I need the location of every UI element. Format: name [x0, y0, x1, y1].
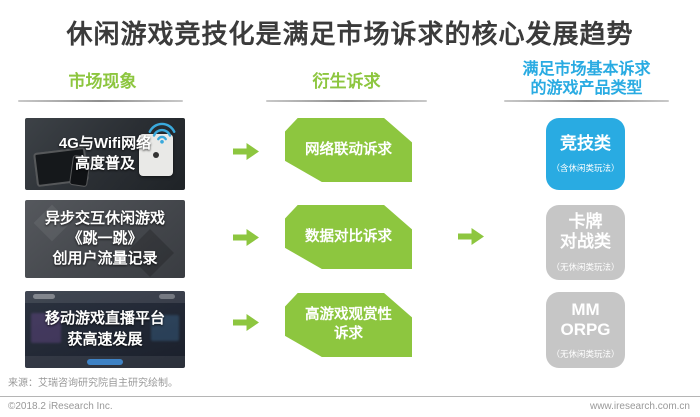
phenomenon-photo-live-streaming: 移动游戏直播平台 获高速发展 — [25, 291, 185, 368]
right-arrow-icon — [458, 228, 484, 245]
demand-banner-network: 网络联动诉求 — [285, 118, 412, 182]
column-header-product-types: 满足市场基本诉求 的游戏产品类型 — [500, 60, 673, 98]
demand-label: 数据对比诉求 — [305, 228, 392, 245]
source-note: 来源：艾瑞咨询研究院自主研究绘制。 — [8, 378, 178, 389]
product-name: 竞技类 — [560, 134, 611, 154]
column-header-product-types-line2: 的游戏产品类型 — [530, 80, 643, 98]
header-underline-col2 — [266, 100, 427, 102]
phenomenon-photo-jump-game: 异步交互休闲游戏 《跳一跳》 创用户流量记录 — [25, 200, 185, 278]
phenomenon-line: 获高速发展 — [67, 330, 143, 348]
phenomenon-caption: 4G与Wifi网络 高度普及 — [59, 134, 151, 175]
phenomenon-line: 高度普及 — [74, 155, 135, 172]
website-url: www.iresearch.com.cn — [589, 401, 690, 412]
demand-banner-data-compare: 数据对比诉求 — [285, 205, 412, 269]
product-name-line: 卡牌 — [568, 212, 603, 232]
column-header-product-types-line1: 满足市场基本诉求 — [522, 61, 651, 78]
column-header-derived-demands: 衍生诉求 — [312, 72, 381, 91]
copyright-text: ©2018.2 iResearch Inc. — [8, 401, 113, 412]
product-box-card-battle: 卡牌 对战类 （无休闲类玩法） — [546, 205, 625, 280]
stream-ui-pill-decoration — [33, 294, 55, 299]
phenomenon-caption: 移动游戏直播平台 获高速发展 — [45, 309, 165, 350]
stream-thumbnail-decoration — [31, 313, 61, 343]
product-note: （无休闲类玩法） — [551, 261, 620, 272]
phenomenon-line: 创用户流量记录 — [52, 250, 158, 268]
demand-label: 高游戏观赏性 — [305, 307, 392, 324]
wifi-icon — [147, 122, 177, 150]
phenomenon-caption: 异步交互休闲游戏 《跳一跳》 创用户流量记录 — [45, 209, 165, 270]
socket-dot-decoration — [153, 152, 159, 158]
stream-thumbnail-decoration — [151, 315, 179, 341]
column-header-market-phenomena: 市场现象 — [68, 72, 137, 91]
product-name-line: ORPG — [560, 319, 611, 339]
product-name-line: 竞技类 — [560, 133, 611, 153]
demand-label: 网络联动诉求 — [305, 141, 392, 158]
right-arrow-icon — [233, 229, 259, 246]
header-underline-col1 — [18, 100, 183, 102]
demand-label: 诉求 — [334, 326, 363, 342]
phenomenon-photo-4g-wifi: 4G与Wifi网络 高度普及 — [25, 118, 185, 190]
demand-banner-spectating: 高游戏观赏性 诉求 — [285, 293, 412, 357]
right-arrow-icon — [233, 143, 259, 160]
phenomenon-line: 《跳一跳》 — [67, 229, 143, 247]
product-box-mmorpg: MM ORPG （无休闲类玩法） — [546, 292, 625, 368]
stream-ui-pill-decoration — [159, 294, 175, 299]
product-name-line: 对战类 — [560, 232, 611, 251]
footer-divider — [0, 396, 700, 397]
stream-ui-topbar-decoration — [25, 291, 185, 303]
phenomenon-line: 移动游戏直播平台 — [44, 310, 165, 328]
phenomenon-line: 异步交互休闲游戏 — [44, 209, 165, 227]
right-arrow-icon — [233, 314, 259, 331]
product-note: （无休闲类玩法） — [551, 349, 620, 360]
product-note: （含休闲类玩法） — [551, 163, 620, 174]
header-underline-col3 — [504, 100, 669, 102]
product-name: 卡牌 对战类 — [560, 212, 611, 251]
phenomenon-line: 4G与Wifi网络 — [58, 134, 152, 152]
product-name: MM ORPG — [560, 300, 610, 339]
stream-ui-pill-decoration — [87, 359, 123, 365]
page-title: 休闲游戏竞技化是满足市场诉求的核心发展趋势 — [66, 19, 634, 49]
product-box-competitive: 竞技类 （含休闲类玩法） — [546, 118, 625, 190]
product-name-line: MM — [571, 299, 600, 319]
